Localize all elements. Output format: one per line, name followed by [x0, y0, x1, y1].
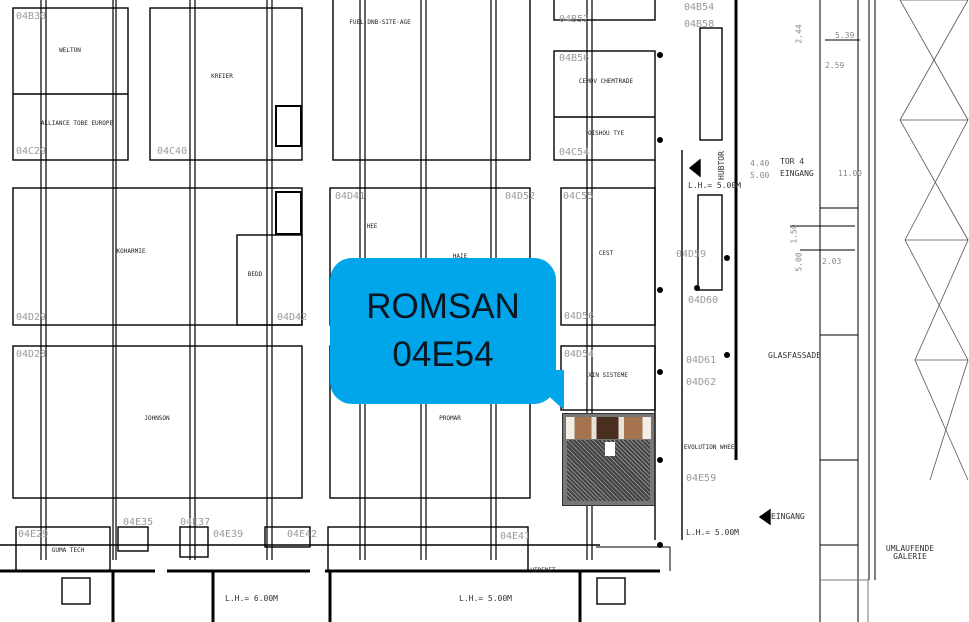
booth-exhibitor[interactable]: JOHNSON	[144, 415, 170, 422]
booth-id: 04B58	[684, 19, 715, 30]
booth-id: 04D59	[676, 249, 707, 260]
booth-id: 04D42	[277, 312, 308, 323]
callout-booth-number: 04E54	[392, 335, 494, 374]
booth-exhibitor[interactable]: KREIER	[211, 73, 233, 80]
booth-id: 04E35	[123, 517, 154, 528]
clear-height: L.H.= 5.00M	[688, 181, 741, 190]
dimension: 2.59	[825, 61, 845, 70]
dimension: 4.40	[750, 159, 770, 168]
booth-rendering-04e54[interactable]	[562, 413, 655, 506]
booth-id: 04E29	[18, 529, 49, 540]
booth-id: 04D54	[564, 349, 595, 360]
entrance-arrow-icon	[688, 158, 701, 178]
entrance-label: EINGANG	[771, 512, 805, 521]
booth-id: 04B54	[684, 2, 715, 13]
booth-exhibitor[interactable]: XIN SISTEME	[588, 372, 628, 379]
booth-id: 04C40	[157, 146, 188, 157]
booth-outlines	[12, 0, 656, 499]
booth-id: 04D61	[686, 355, 717, 366]
column-dots	[657, 52, 730, 548]
booth-id: 04E39	[213, 529, 244, 540]
dimension: 5.00	[750, 171, 770, 180]
dimension: 2.03	[822, 257, 842, 266]
booth-id: 04C29	[16, 146, 47, 157]
entrance-label: EINGANG	[780, 169, 814, 178]
dimension: 2.44	[794, 24, 804, 44]
booth-exhibitor[interactable]: HAIE	[452, 253, 468, 260]
booth-id: 04E42	[287, 529, 318, 540]
booth-exhibitor[interactable]: WELTON	[59, 47, 81, 54]
booth-id: 04D60	[688, 295, 719, 306]
booth-id: 04B52	[559, 14, 590, 25]
booth-exhibitor[interactable]: BEDD	[247, 271, 263, 278]
dimension: 5.39	[835, 31, 855, 40]
booth-exhibitor[interactable]: PROMAR	[439, 415, 461, 422]
booth-id: 04E59	[686, 473, 717, 484]
booth-id: 04E37	[180, 517, 211, 528]
booth-exhibitor[interactable]: KOHARMIE	[116, 248, 146, 255]
facade-label: GLASFASSADE	[768, 351, 821, 360]
booth-desk	[605, 442, 615, 456]
booth-exhibitor[interactable]: CEMOV CHEMTRADE	[578, 78, 634, 85]
booth-exhibitor: HIDENET	[530, 567, 556, 574]
booth-id: 04D41	[335, 191, 366, 202]
restroom-sign	[61, 577, 91, 605]
booth-id: 04D56	[564, 311, 595, 322]
booth-exhibitor[interactable]: GUMA TECH	[51, 547, 85, 554]
booth-exhibitor: FUEL·DNB·SITE·AGE	[349, 19, 411, 26]
gallery-label: UMLAUFENDE GALERIE	[885, 544, 935, 561]
booth-id: 04C54	[559, 147, 590, 158]
booth-id: 04D62	[686, 377, 717, 388]
hubtor-label: HUBTOR	[717, 151, 726, 180]
dimension: 1.50	[789, 224, 799, 244]
booth-exhibitor[interactable]: EVOLUTION WHEEL	[683, 444, 739, 451]
clear-height: L.H.= 5.00M	[686, 528, 739, 537]
booth-callout[interactable]: ROMSAN 04E54	[330, 258, 556, 404]
gate-label: TOR 4	[780, 157, 805, 166]
booth-exhibitor[interactable]: OISHOU TYE	[587, 130, 625, 137]
booth-back-wall	[566, 417, 651, 439]
stairs	[275, 27, 723, 291]
walls	[0, 0, 738, 622]
booth-exhibitor[interactable]: CEST	[598, 250, 614, 257]
booth-id: 04D29	[16, 312, 47, 323]
booth-id: 04E41	[500, 531, 531, 542]
restroom-sign	[596, 577, 626, 605]
callout-exhibitor-name: ROMSAN	[366, 287, 520, 326]
booth-exhibitor[interactable]: ALLIANCE TOBE EUROPE	[40, 120, 114, 127]
booth-id: 04B56	[559, 53, 590, 64]
booth-exhibitor[interactable]: HEE	[366, 223, 378, 230]
dimension: 11.00	[838, 169, 863, 178]
clear-height: L.H.= 5.00M	[459, 594, 512, 603]
entrance-arrow-icon	[758, 508, 771, 526]
dimension: 5.00	[794, 252, 804, 272]
booth-id: 04B30	[16, 11, 47, 22]
clear-height: L.H.= 6.00M	[225, 594, 278, 603]
booth-id: 04C55	[563, 191, 594, 202]
booth-id: 04D52	[505, 191, 536, 202]
booth-id: 04D28	[16, 349, 47, 360]
gallery-structure	[790, 0, 969, 622]
